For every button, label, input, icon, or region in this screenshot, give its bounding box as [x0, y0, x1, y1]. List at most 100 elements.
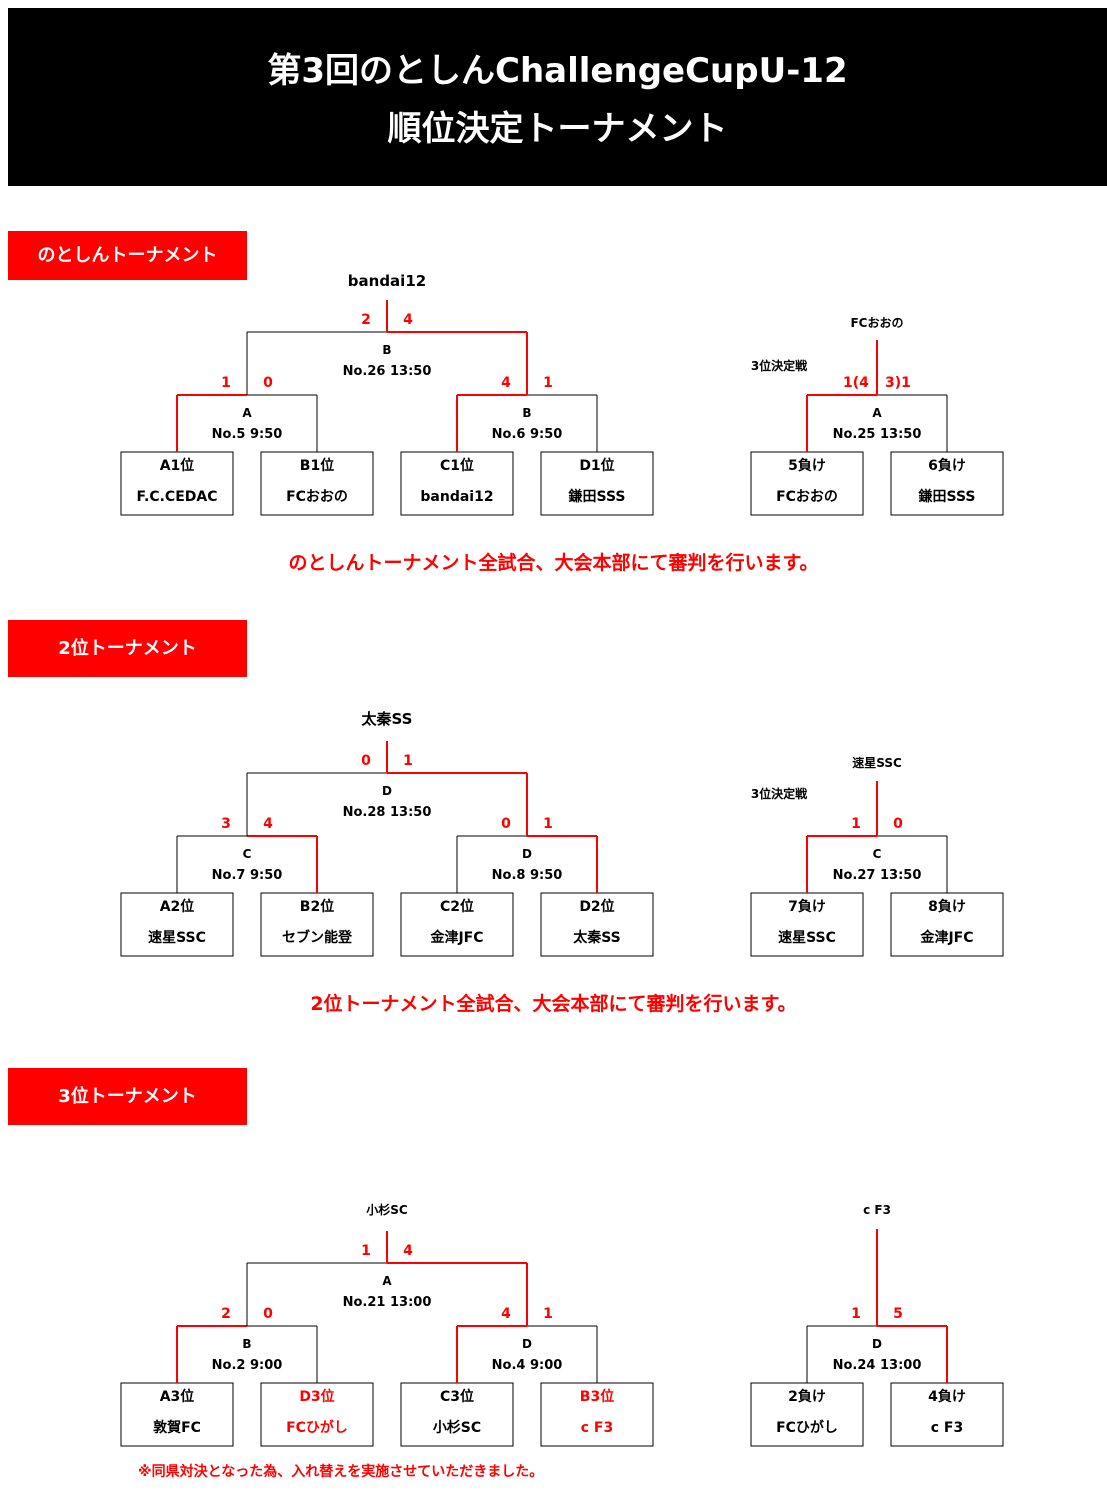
team-0-name: 速星SSC: [148, 929, 206, 946]
team-0-name: F.C.CEDAC: [137, 489, 218, 505]
third-winner-label: 速星SSC: [852, 755, 902, 770]
team-0-box: [120, 892, 234, 957]
third-team-0-name: 速星SSC: [778, 929, 836, 946]
third-winner-label: FCおおの: [850, 316, 903, 330]
team-1-name: FCひがし: [286, 1419, 348, 1436]
third-team-1-box: [890, 451, 1004, 516]
third-team-1-box: [890, 1382, 1004, 1447]
semi-right-score-left: 4: [501, 375, 511, 391]
third-team-1-seed: 6負け: [928, 457, 966, 474]
team-2-seed: C3位: [440, 1388, 474, 1405]
section-note-2nd: 2位トーナメント全試合、大会本部にて審判を行います。: [310, 993, 797, 1015]
final-score-left: 2: [361, 312, 371, 328]
final-court: B: [382, 343, 391, 357]
semi-left-match: No.2 9:00: [212, 1358, 283, 1373]
champion-label: 小杉SC: [366, 1202, 408, 1217]
third-match: No.25 13:50: [833, 427, 922, 442]
semi-right-match: No.4 9:00: [492, 1358, 563, 1373]
semi-right-court: D: [522, 1337, 532, 1351]
third-score-right: 3)1: [885, 375, 911, 391]
third-score-left: 1: [851, 1306, 861, 1322]
section-note-3rd: ※同県対決となった為、入れ替えを実施させていただきました。: [138, 1464, 544, 1480]
third-score-right: 0: [893, 816, 903, 832]
team-3-seed: D2位: [579, 898, 614, 915]
section-title-2nd: 2位トーナメント: [8, 620, 247, 677]
final-court: D: [382, 784, 392, 798]
third-team-1-seed: 4負け: [928, 1388, 966, 1405]
team-2-seed: C1位: [440, 457, 474, 474]
third-team-1-name: 鎌田SSS: [918, 488, 976, 505]
final-court: A: [382, 1274, 392, 1288]
section-title-3rd: 3位トーナメント: [8, 1068, 247, 1125]
team-0-seed: A3位: [160, 1388, 195, 1405]
page-subtitle: 順位決定トーナメント: [387, 109, 728, 149]
semi-left-match: No.5 9:50: [212, 427, 283, 442]
third-score-left: 1(4: [843, 375, 869, 391]
third-team-1-name: 金津JFC: [919, 929, 973, 946]
third-team-0-seed: 5負け: [788, 457, 826, 474]
team-0-name: 敦賀FC: [153, 1419, 201, 1436]
team-2-name: 金津JFC: [429, 929, 483, 946]
page-header: 第3回のとしんChallengeCupU-12 順位決定トーナメント: [8, 8, 1107, 186]
semi-left-score-right: 0: [263, 1306, 273, 1322]
semi-left-score-right: 4: [263, 816, 273, 832]
team-0-seed: A2位: [160, 898, 195, 915]
team-1-seed: B2位: [300, 898, 334, 915]
third-match: No.24 13:00: [833, 1358, 922, 1373]
champion-label: 太秦SS: [362, 710, 413, 728]
champion-label: bandai12: [348, 272, 426, 290]
section-title-notoshin: のとしんトーナメント: [8, 231, 247, 280]
final-match: No.28 13:50: [343, 805, 432, 820]
final-score-right: 4: [403, 312, 413, 328]
team-3-seed: B3位: [580, 1388, 614, 1405]
team-1-box: [260, 892, 374, 957]
team-3-box: [540, 1382, 654, 1447]
semi-right-match: No.6 9:50: [492, 427, 563, 442]
team-3-box: [540, 451, 654, 516]
semi-right-score-right: 1: [543, 1306, 553, 1322]
third-team-0-name: FCおおの: [776, 489, 838, 505]
third-team-0-seed: 2負け: [788, 1388, 826, 1405]
semi-left-match: No.7 9:50: [212, 868, 283, 883]
third-court: C: [873, 847, 882, 861]
third-team-0-name: FCひがし: [776, 1419, 838, 1436]
team-1-seed: B1位: [300, 457, 334, 474]
semi-left-score-right: 0: [263, 375, 273, 391]
third-score-left: 1: [851, 816, 861, 832]
semi-right-score-left: 4: [501, 1306, 511, 1322]
semi-left-score-left: 3: [221, 816, 231, 832]
team-1-name: FCおおの: [286, 489, 348, 505]
team-2-box: [400, 451, 514, 516]
team-0-seed: A1位: [160, 457, 195, 474]
team-3-name: 鎌田SSS: [568, 488, 626, 505]
third-score-right: 5: [893, 1306, 903, 1322]
third-team-0-box: [750, 892, 864, 957]
final-score-right: 4: [403, 1243, 413, 1259]
semi-left-score-left: 2: [221, 1306, 231, 1322]
semi-right-score-left: 0: [501, 816, 511, 832]
team-3-name: c F3: [581, 1420, 613, 1436]
third-court: D: [872, 1337, 882, 1351]
team-3-box: [540, 892, 654, 957]
third-winner-label: c F3: [863, 1203, 891, 1217]
semi-right-match: No.8 9:50: [492, 868, 563, 883]
final-score-left: 1: [361, 1243, 371, 1259]
third-team-1-box: [890, 892, 1004, 957]
third-place-label: 3位決定戦: [751, 358, 808, 373]
team-2-name: 小杉SC: [433, 1419, 481, 1436]
semi-left-score-left: 1: [221, 375, 231, 391]
third-team-0-box: [750, 451, 864, 516]
third-place-label: 3位決定戦: [751, 786, 808, 801]
team-3-name: 太秦SS: [573, 929, 621, 946]
page-title: 第3回のとしんChallengeCupU-12: [267, 51, 848, 91]
semi-left-court: B: [242, 1337, 251, 1351]
third-team-1-seed: 8負け: [928, 898, 966, 915]
section-note-notoshin: のとしんトーナメント全試合、大会本部にて審判を行います。: [288, 552, 819, 574]
semi-right-score-right: 1: [543, 375, 553, 391]
semi-right-score-right: 1: [543, 816, 553, 832]
team-3-seed: D1位: [579, 457, 614, 474]
team-1-seed: D3位: [299, 1388, 334, 1405]
